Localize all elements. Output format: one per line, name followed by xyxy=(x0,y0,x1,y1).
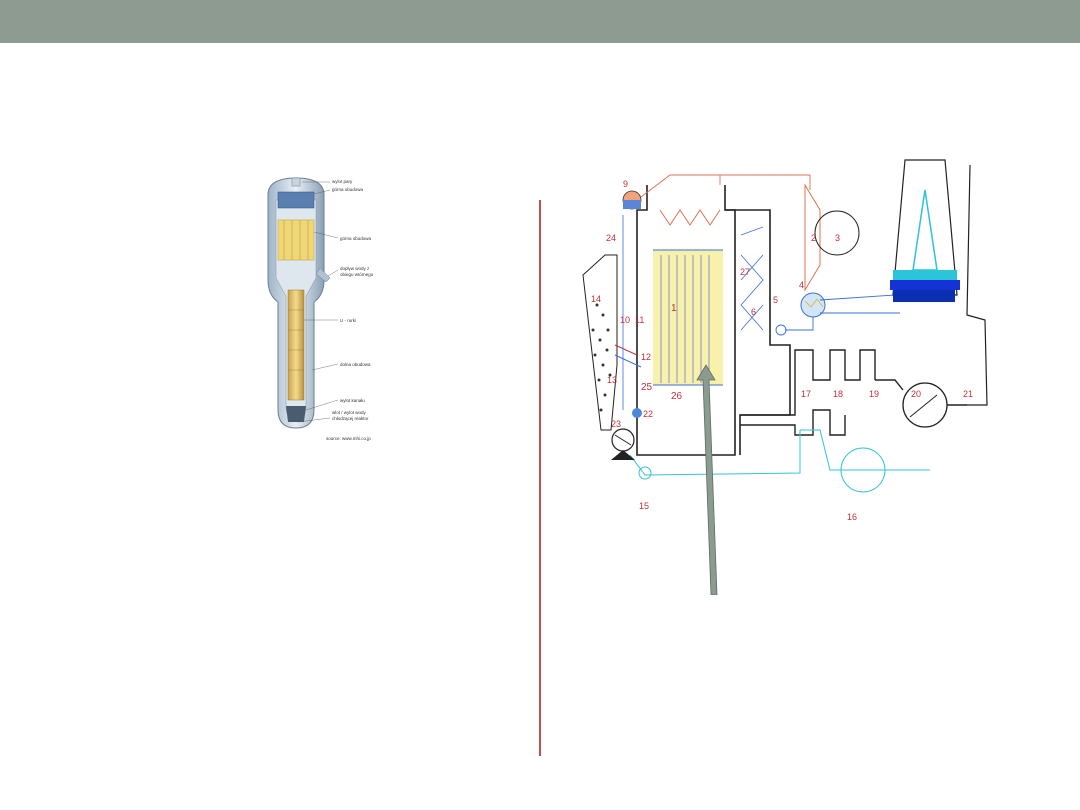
label-18: 18 xyxy=(833,389,843,399)
label-6: 6 xyxy=(751,307,756,317)
label-12: 12 xyxy=(641,352,651,362)
label-22: 22 xyxy=(643,409,653,419)
sg-label-u-tubes: U - rurki xyxy=(340,318,356,323)
label-5: 5 xyxy=(773,295,778,305)
label-1: 1 xyxy=(671,303,677,314)
label-20: 20 xyxy=(911,389,921,399)
label-25: 25 xyxy=(641,382,653,393)
sg-label-coolant-1: wlot / wylot wody xyxy=(332,410,367,415)
steam-generator-cutaway-icon: wylot pary górna obudowa górna obudowa d… xyxy=(267,177,374,441)
sg-label-upper-shell: górna obudowa xyxy=(332,187,364,192)
label-23: 23 xyxy=(611,419,621,429)
label-26: 26 xyxy=(671,391,683,402)
label-2: 2 xyxy=(811,233,816,243)
sg-label-coolant-2: chłodzącej reaktor xyxy=(332,416,369,421)
pointer-arrow-icon xyxy=(696,364,718,595)
label-24: 24 xyxy=(606,233,616,243)
label-27: 27 xyxy=(740,267,750,277)
label-13: 13 xyxy=(607,375,617,385)
label-10: 10 xyxy=(620,315,630,325)
header-bar xyxy=(0,0,1080,43)
sg-label-steam-outlet: wylot pary xyxy=(332,179,353,184)
label-17: 17 xyxy=(801,389,811,399)
label-3: 3 xyxy=(835,233,840,243)
label-19: 19 xyxy=(869,389,879,399)
label-16: 16 xyxy=(847,512,857,522)
sg-label-channel-outlet: wylot kanału xyxy=(340,398,365,403)
label-11: 11 xyxy=(635,315,644,325)
label-4: 4 xyxy=(799,280,804,290)
label-14: 14 xyxy=(591,294,601,304)
sg-source: source: www.mhi.co.jp xyxy=(326,436,371,441)
label-15: 15 xyxy=(639,501,649,511)
slide-divider xyxy=(539,200,541,756)
sg-label-feedwater-2: obiegu wtórnego xyxy=(340,272,374,277)
sg-label-feedwater-1: dopływ wody z xyxy=(340,266,370,271)
sg-label-upper-housing: górna obudowa xyxy=(340,236,372,241)
sg-label-lower-shell: dolna obudowa xyxy=(340,362,371,367)
label-21: 21 xyxy=(963,389,973,399)
label-9: 9 xyxy=(623,179,628,189)
power-plant-schematic-icon: 9 24 1 2 3 4 5 6 27 14 10 11 12 25 13 26… xyxy=(582,159,988,595)
